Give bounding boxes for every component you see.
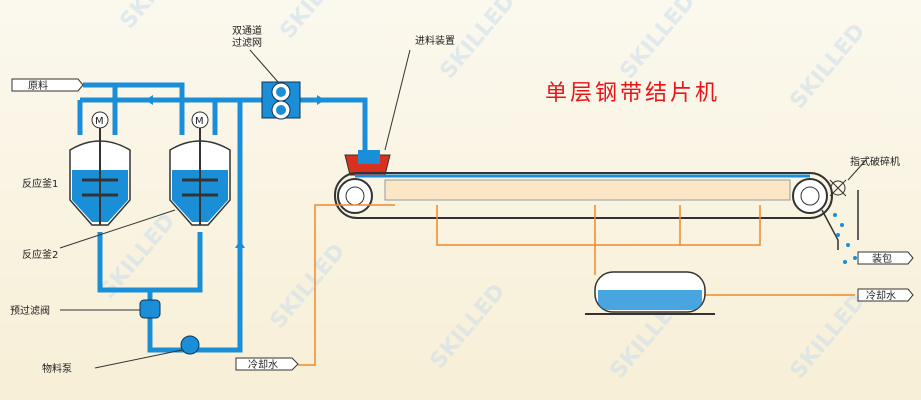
svg-text:过滤网: 过滤网 [232,36,262,49]
svg-text:双通道: 双通道 [232,24,262,37]
svg-text:SKILLED: SKILLED [265,239,350,334]
prefilter-valve: 预过滤阀 [10,299,161,319]
svg-text:SKILLED: SKILLED [115,0,200,34]
svg-text:反应釜2: 反应釜2 [22,248,58,261]
cooling-water-pipes [298,204,855,366]
svg-text:SKILLED: SKILLED [785,289,870,384]
svg-text:原料: 原料 [28,79,48,92]
svg-text:反应釜1: 反应釜1 [22,177,58,190]
material-pump: 物料泵 [42,335,200,375]
svg-text:预过滤阀: 预过滤阀 [10,304,50,317]
svg-text:指式破碎机: 指式破碎机 [850,155,900,168]
cooling-water-in-tag: 冷却水 [235,357,299,371]
cooling-water-out-tag: 冷却水 [857,288,914,302]
dual-channel-filter: 双通道 过滤网 [232,24,301,120]
svg-text:M: M [95,116,104,127]
svg-text:冷却水: 冷却水 [248,358,278,371]
svg-text:SKILLED: SKILLED [785,19,870,114]
feeder: 进料装置 [344,34,455,176]
cooling-water-tank [585,271,715,315]
svg-text:SKILLED: SKILLED [615,0,700,84]
svg-text:物料泵: 物料泵 [42,362,72,375]
reactor-1: M 反应釜1 [22,111,131,226]
svg-text:SKILLED: SKILLED [275,0,360,44]
steel-belt [334,172,833,219]
svg-text:SKILLED: SKILLED [425,279,510,374]
diagram-title: 单层钢带结片机 [545,81,720,106]
svg-text:冷却水: 冷却水 [866,289,896,302]
svg-text:进料装置: 进料装置 [415,34,455,47]
svg-text:装包: 装包 [872,252,892,265]
raw-material-tag: 原料 [11,78,84,92]
reactor-2: M 反应釜2 [22,111,231,261]
flow-arrows [145,95,325,248]
packing-tag: 装包 [857,251,914,265]
svg-text:M: M [195,116,204,127]
crusher: 指式破碎机 [821,155,900,264]
